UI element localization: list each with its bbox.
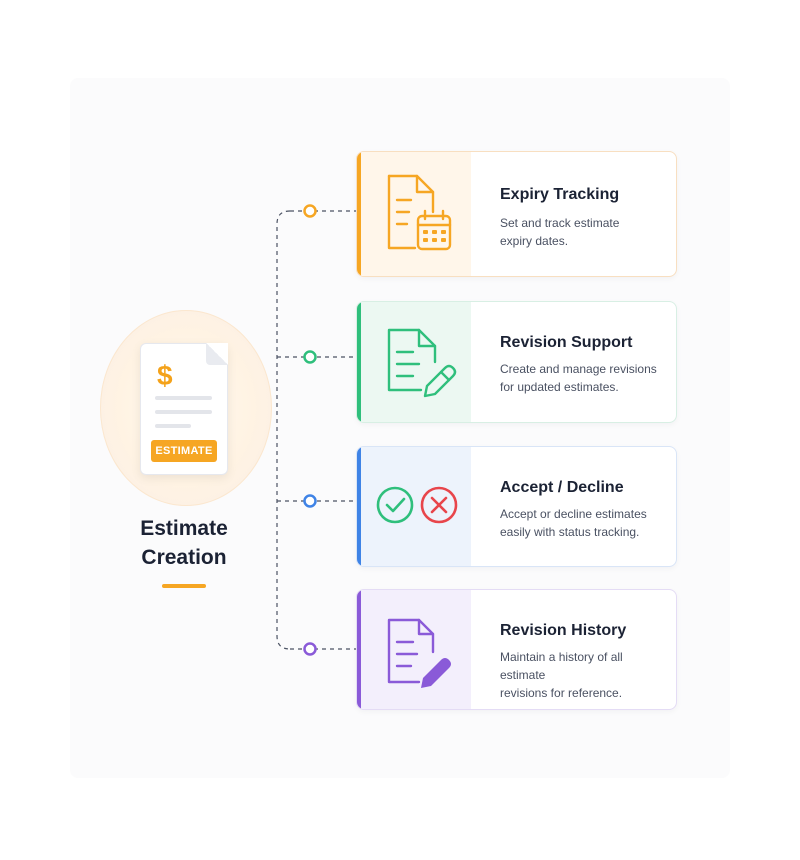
card-description: Set and track estimate expiry dates. [500, 214, 670, 250]
card-title: Revision Support [500, 334, 633, 351]
card-description-line: revisions for reference. [500, 686, 623, 700]
card-description-line: Create and manage revisions [500, 362, 657, 376]
document-line [155, 396, 212, 400]
card-description: Maintain a history of all estimate revis… [500, 648, 670, 702]
node-dot-1 [303, 204, 317, 218]
feature-card-revision-history: Revision History Maintain a history of a… [356, 589, 677, 710]
document-calendar-icon [387, 174, 452, 251]
card-description-line: Set and track estimate [500, 216, 620, 230]
document-line [155, 410, 212, 414]
card-description-line: Accept or decline estimates [500, 507, 647, 521]
hub-title-line-1: Estimate [140, 517, 228, 540]
card-accent-bar [357, 447, 361, 566]
card-accent-bar [357, 302, 361, 422]
check-and-cross-icon [376, 486, 458, 524]
estimate-badge: ESTIMATE [151, 440, 217, 462]
card-accent-bar [357, 152, 361, 276]
card-description: Accept or decline estimates easily with … [500, 505, 670, 541]
card-description-line: easily with status tracking. [500, 525, 640, 539]
card-icon-panel [361, 447, 471, 566]
node-dot-4 [303, 642, 317, 656]
node-dot-2 [303, 350, 317, 364]
card-icon-panel [361, 590, 471, 709]
feature-card-expiry-tracking: Expiry Tracking Set and track estimate e… [356, 151, 677, 277]
card-icon-panel [361, 152, 471, 276]
card-icon-panel [361, 302, 471, 422]
card-description-line: expiry dates. [500, 234, 569, 248]
dollar-icon: $ [157, 360, 173, 391]
feature-card-accept-decline: Accept / Decline Accept or decline estim… [356, 446, 677, 567]
feature-card-revision-support: Revision Support Create and manage revis… [356, 301, 677, 423]
card-description: Create and manage revisions for updated … [500, 360, 670, 396]
card-accent-bar [357, 590, 361, 709]
document-edit-icon [387, 618, 451, 688]
node-dot-3 [303, 494, 317, 508]
estimate-document-icon: $ ESTIMATE [140, 343, 228, 475]
document-edit-icon [387, 328, 457, 398]
card-description-line: for updated estimates. [500, 380, 619, 394]
card-title: Expiry Tracking [500, 186, 620, 203]
document-line [155, 424, 191, 428]
hub-title-line-2: Creation [141, 546, 227, 569]
document-fold [206, 343, 228, 365]
card-title: Revision History [500, 622, 627, 639]
card-description-line: Maintain a history of all estimate [500, 650, 623, 682]
hub-title: Estimate Creation [110, 514, 258, 572]
connector-trunk [276, 210, 291, 650]
hub-underline [162, 584, 206, 588]
card-title: Accept / Decline [500, 479, 624, 496]
